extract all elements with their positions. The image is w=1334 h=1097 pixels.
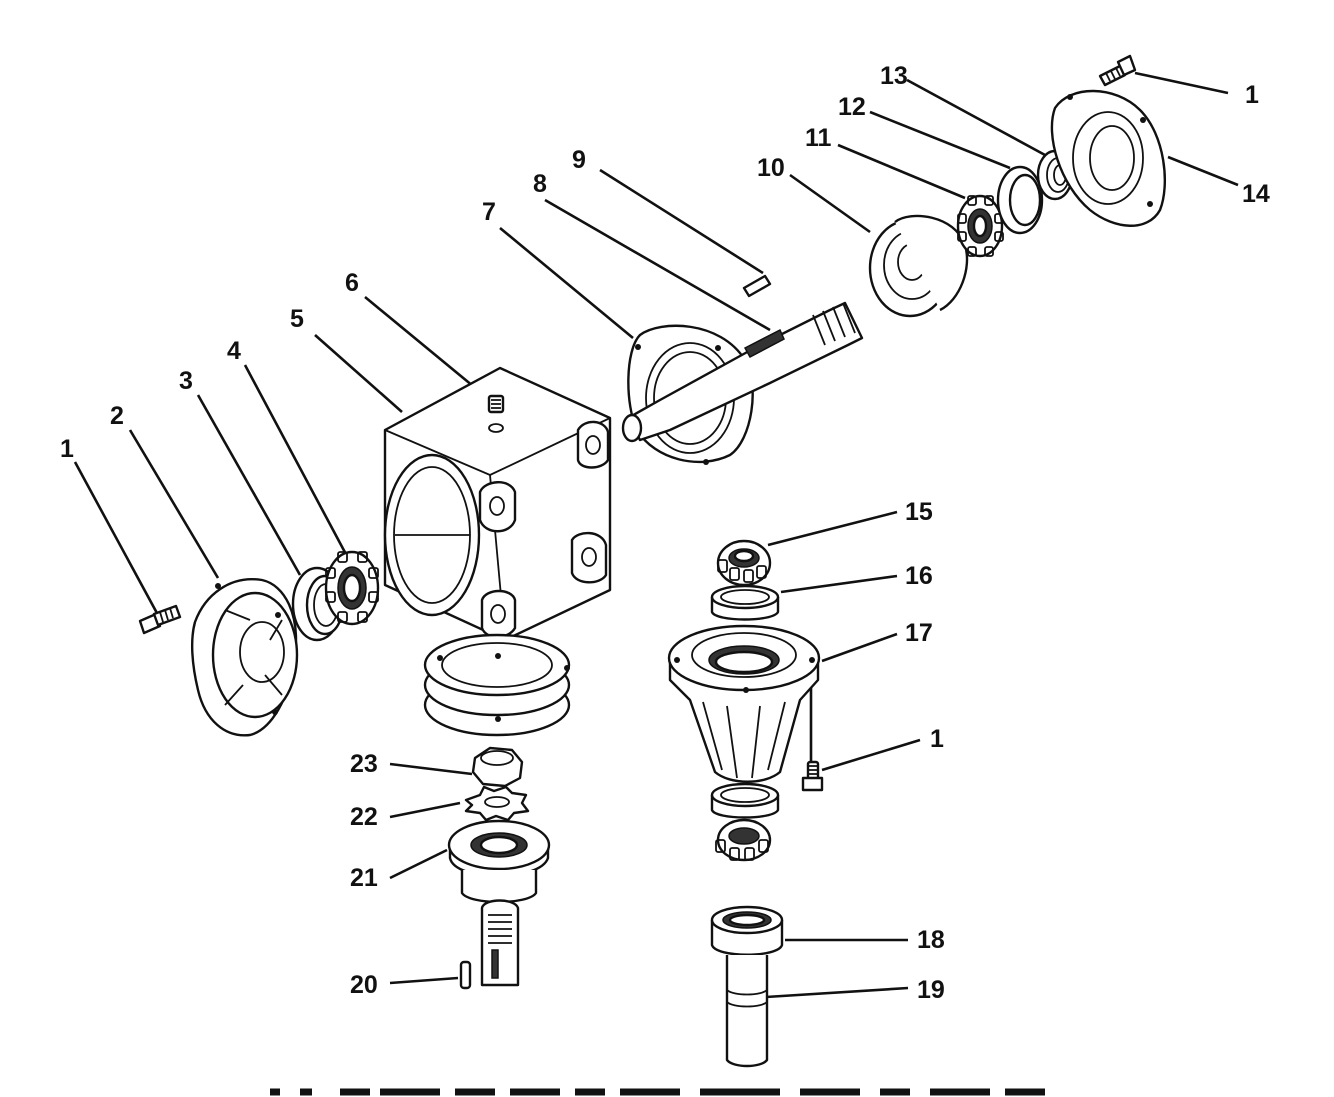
callout-9: 9 (572, 146, 586, 174)
callout-19: 19 (917, 976, 945, 1004)
callout-10: 10 (757, 154, 785, 182)
leader-lines (73, 71, 1239, 999)
callout-7: 7 (482, 198, 496, 226)
bearing-cup-right-part (996, 165, 1044, 235)
bolt-right-part (801, 760, 824, 792)
callout-23: 23 (350, 750, 378, 778)
gearbox-housing-part (383, 366, 612, 642)
right-cover-part (1050, 89, 1166, 227)
fill-plug-part (487, 394, 505, 433)
lower-shaft-part (480, 899, 520, 987)
nut-part (471, 746, 524, 788)
callout-21: 21 (350, 864, 378, 892)
bolt-left-part (138, 604, 182, 635)
lower-flange-part (423, 633, 571, 737)
callout-1-top: 1 (1245, 81, 1259, 109)
splined-shaft-part (621, 301, 864, 443)
callout-13: 13 (880, 62, 908, 90)
callout-16: 16 (905, 562, 933, 590)
callout-22: 22 (350, 803, 378, 831)
bolt-top-part (1098, 54, 1137, 87)
key-part (742, 274, 772, 298)
roller-bearing-left-part (324, 550, 380, 626)
callout-17: 17 (905, 619, 933, 647)
lower-seal-part (710, 905, 784, 956)
callout-12: 12 (838, 93, 866, 121)
callout-20: 20 (350, 971, 378, 999)
callout-labels: 1 13 12 11 10 14 9 8 7 6 5 4 3 2 1 15 16… (60, 62, 1270, 1004)
callout-6: 6 (345, 269, 359, 297)
pin-part (459, 960, 472, 990)
callout-4: 4 (227, 337, 241, 365)
left-cover-part (191, 578, 299, 737)
callout-8: 8 (533, 170, 547, 198)
callout-2: 2 (110, 402, 124, 430)
lower-housing-part (667, 624, 821, 783)
bearing-carrier-part (868, 214, 969, 318)
roller-bearing-upper-part (716, 539, 772, 587)
callout-5: 5 (290, 305, 304, 333)
bearing-lower-part (710, 782, 780, 862)
roller-bearing-right-part (956, 194, 1004, 258)
hub-part (447, 819, 551, 904)
callout-18: 18 (917, 926, 945, 954)
lock-washer-part (464, 785, 530, 822)
callout-1-right: 1 (930, 725, 944, 753)
callout-3: 3 (179, 367, 193, 395)
callout-15: 15 (905, 498, 933, 526)
callout-1-left: 1 (60, 435, 74, 463)
callout-14: 14 (1242, 180, 1270, 208)
callout-11: 11 (805, 124, 832, 152)
output-shaft-part (725, 955, 769, 1068)
bearing-cup-upper-part (710, 584, 780, 621)
